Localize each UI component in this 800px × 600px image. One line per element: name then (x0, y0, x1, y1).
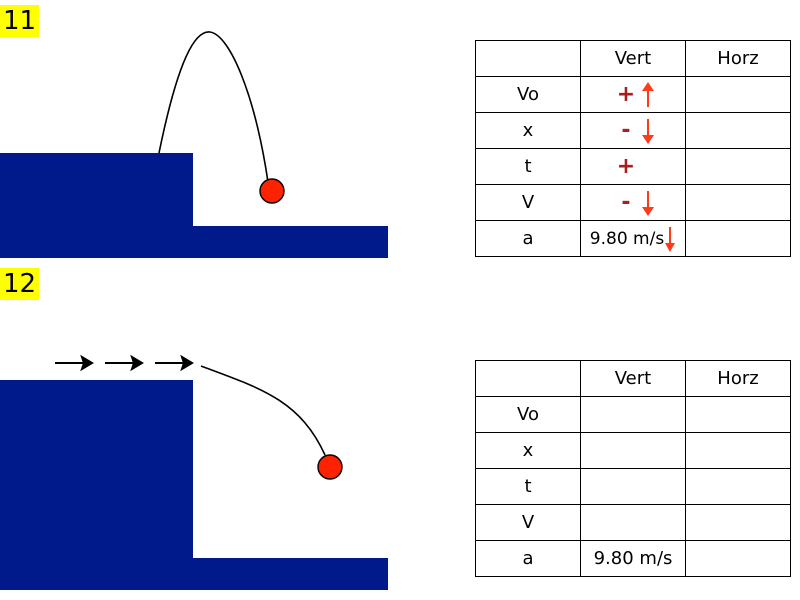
up-arrow-icon (642, 81, 654, 107)
problem-number-11: 11 (0, 5, 40, 37)
cell-horz (685, 504, 791, 541)
table-row: x (475, 432, 791, 469)
cell-horz (685, 184, 791, 221)
sign: - (621, 118, 631, 143)
table-11: Vert Horz Vo + x - (475, 40, 791, 257)
cell-horz (685, 112, 791, 149)
cell-vert (580, 468, 686, 505)
trajectory-12 (200, 365, 326, 456)
row-label: Vo (475, 396, 581, 433)
header-horz: Horz (685, 360, 791, 397)
ball-11 (259, 178, 285, 204)
cell-vert: + (580, 148, 686, 185)
sign: - (621, 190, 631, 215)
table-row: V - (475, 184, 791, 221)
table-row: t (475, 468, 791, 505)
ball-12 (317, 454, 343, 480)
table-row: V (475, 504, 791, 541)
table-row: t + (475, 148, 791, 185)
table-header-row: Vert Horz (475, 40, 791, 77)
cell-vert (580, 396, 686, 433)
scene-11 (0, 31, 388, 258)
down-arrow-icon (642, 190, 654, 216)
row-label: x (475, 112, 581, 149)
header-vert: Vert (580, 40, 686, 77)
row-label: t (475, 468, 581, 505)
table-header-row: Vert Horz (475, 360, 791, 397)
cell-vert (580, 504, 686, 541)
problem-number-12: 12 (0, 268, 40, 300)
row-label: a (475, 540, 581, 577)
right-arrow-icon (155, 354, 194, 372)
row-label: x (475, 432, 581, 469)
cell-horz (685, 148, 791, 185)
table-row: a 9.80 m/s (475, 220, 791, 257)
row-label: Vo (475, 76, 581, 113)
cliff-11 (0, 153, 388, 258)
right-arrow-icon (55, 354, 94, 372)
velocity-arrows (55, 354, 194, 372)
header-blank (475, 40, 581, 77)
scene-12 (0, 354, 388, 590)
row-label: t (475, 148, 581, 185)
cell-vert (580, 432, 686, 469)
right-arrow-icon (105, 354, 144, 372)
cell-vert: 9.80 m/s (580, 540, 686, 577)
row-label: V (475, 504, 581, 541)
cliff-12 (0, 380, 388, 590)
cell-horz (685, 396, 791, 433)
down-arrow-icon (642, 118, 654, 144)
header-blank (475, 360, 581, 397)
acceleration-value: 9.80 m/s (589, 228, 665, 249)
table-row: Vo (475, 396, 791, 433)
cell-horz (685, 220, 791, 257)
down-arrow-icon (665, 226, 676, 252)
table-row: x - (475, 112, 791, 149)
row-label: V (475, 184, 581, 221)
cell-horz (685, 540, 791, 577)
cell-vert: - (580, 112, 686, 149)
cell-vert: + (580, 76, 686, 113)
cell-horz (685, 76, 791, 113)
table-12: Vert Horz Vo x t V a 9.80 m/s (475, 360, 791, 577)
sign: + (616, 154, 636, 179)
cell-horz (685, 468, 791, 505)
trajectory-11 (158, 31, 269, 183)
table-row: Vo + (475, 76, 791, 113)
sign: + (616, 82, 636, 107)
header-vert: Vert (580, 360, 686, 397)
header-horz: Horz (685, 40, 791, 77)
cell-horz (685, 432, 791, 469)
row-label: a (475, 220, 581, 257)
table-row: a 9.80 m/s (475, 540, 791, 577)
cell-vert: - (580, 184, 686, 221)
cell-vert: 9.80 m/s (580, 220, 686, 257)
